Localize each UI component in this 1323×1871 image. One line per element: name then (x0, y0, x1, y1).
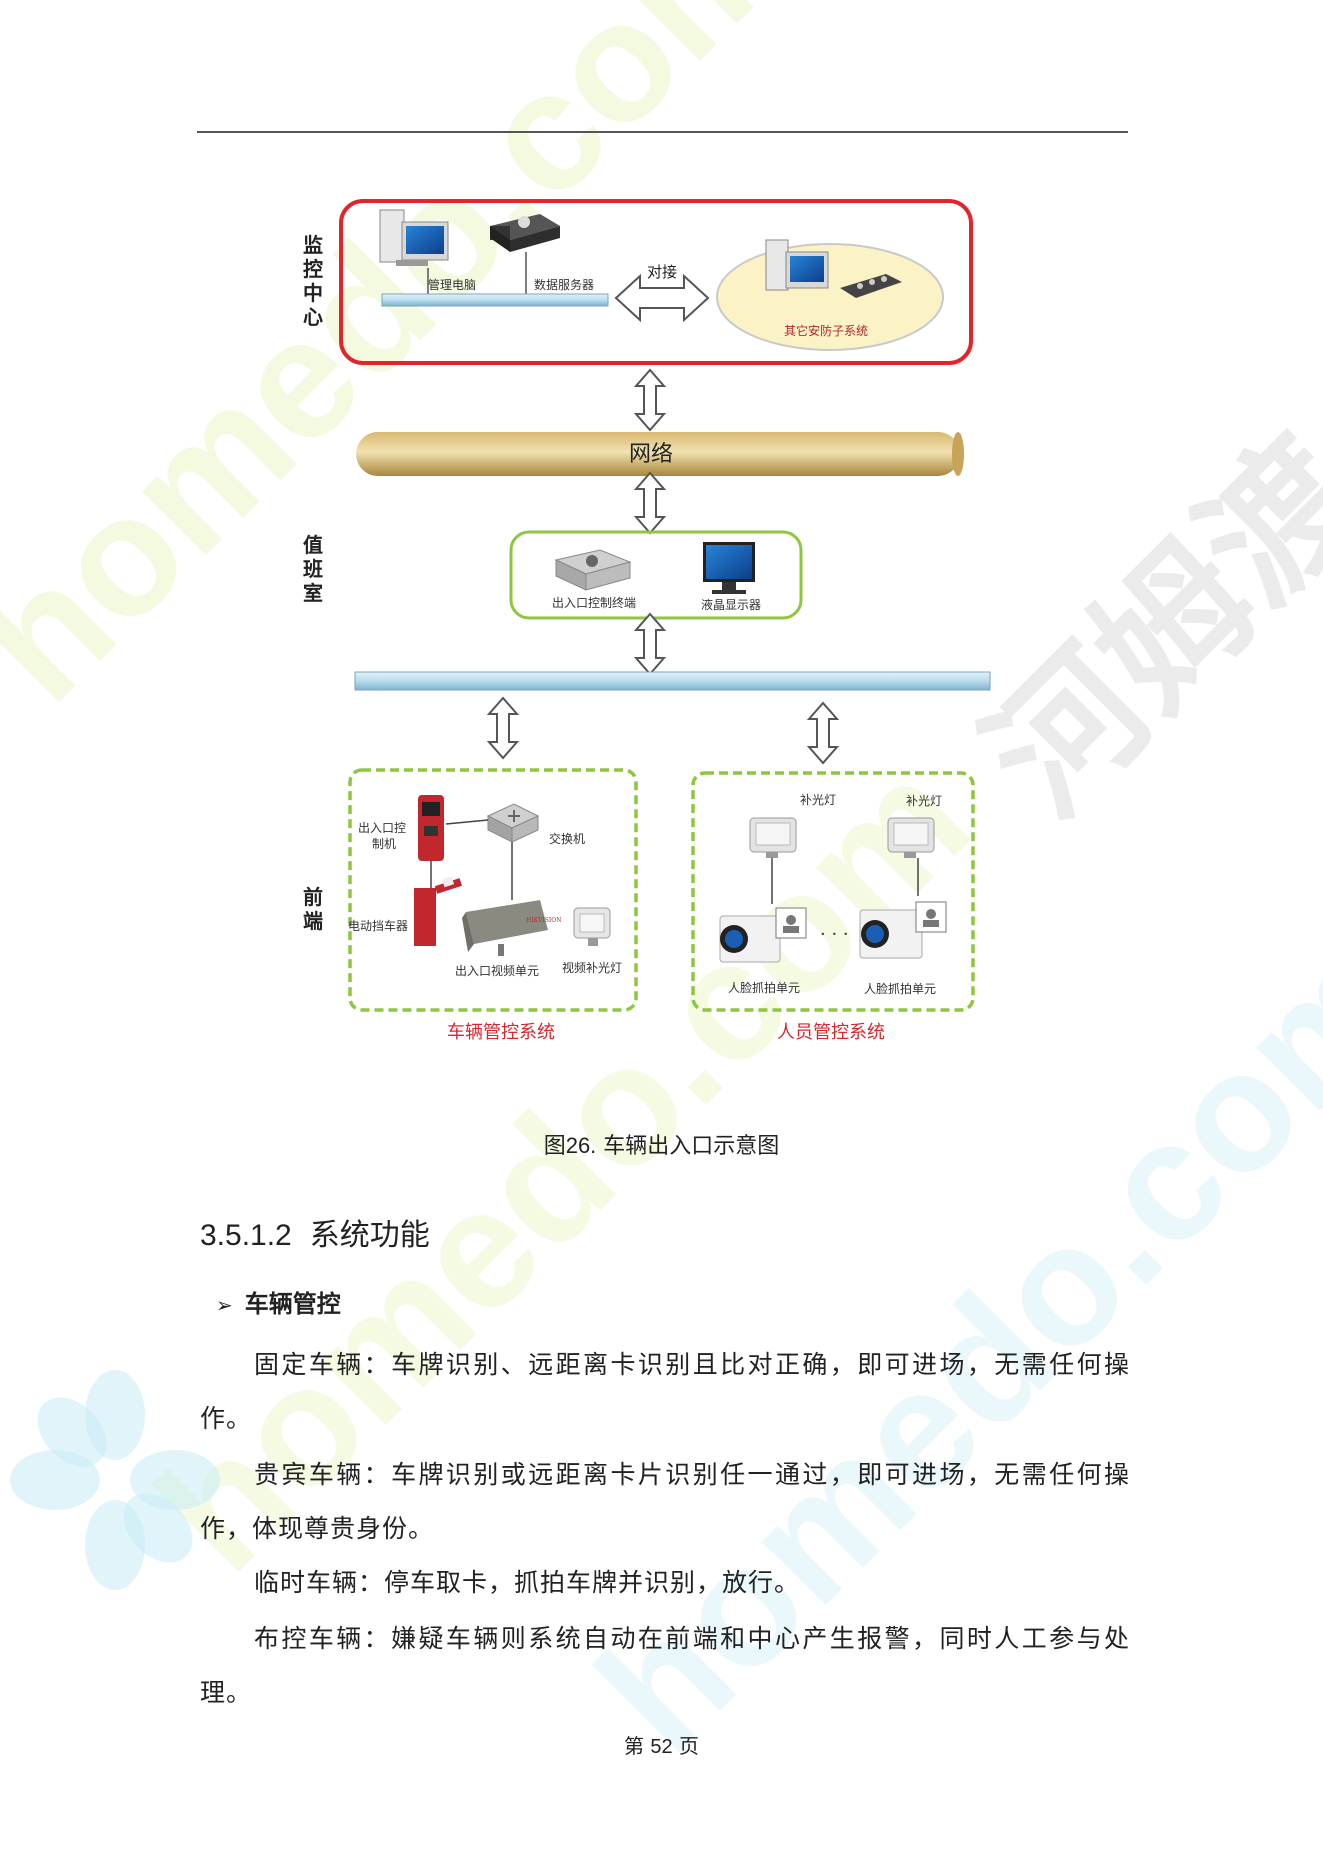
page-number: 第 52 页 (0, 1730, 1323, 1759)
bullet-heading: ➢ 车辆管控 (216, 1284, 341, 1319)
video-light-label: 视频补光灯 (562, 960, 622, 975)
section-number: 3.5.1.2 (200, 1219, 292, 1252)
monitor-bus (381, 293, 609, 307)
ellipsis-dots: · · · (820, 924, 849, 945)
fill-light-2-label: 补光灯 (906, 794, 942, 808)
header-rule (197, 131, 1128, 133)
arrow-bus-vehicle (488, 697, 518, 759)
caption-number: 26. (565, 1133, 597, 1158)
figure-caption: 图26. 车辆出入口示意图 (0, 1128, 1323, 1160)
svg-text:HIKVISION: HIKVISION (526, 917, 561, 924)
page-suffix: 页 (678, 1734, 699, 1758)
control-terminal-icon (554, 549, 632, 591)
fill-light-1-icon (749, 817, 797, 858)
face-capture-unit-1-icon (719, 907, 807, 963)
system-diagram: 管理电脑 数据服务器 对接 其它安防子系统 网络 出入口控制终端 液晶显示器 (339, 199, 991, 1043)
controller-label-line2: 制机 (372, 837, 396, 851)
face-capture-unit-2-icon (859, 901, 947, 959)
arrow-duty-bus (635, 613, 665, 675)
management-pc-icon (379, 209, 449, 266)
other-system-pc-icon (765, 239, 829, 291)
duty-room-box (509, 530, 803, 620)
dock-arrow (614, 273, 710, 323)
pc-label: 管理电脑 (428, 277, 476, 292)
bullet-text: 车辆管控 (244, 1290, 341, 1318)
page-prefix: 第 (624, 1734, 645, 1758)
video-camera-icon: HIKVISION (462, 900, 561, 956)
server-label: 数据服务器 (534, 277, 594, 292)
video-unit-label: 出入口视频单元 (455, 963, 539, 978)
section-title: 系统功能 (309, 1218, 430, 1253)
arrow-network-duty (635, 472, 665, 534)
video-fill-light-icon (573, 907, 611, 946)
controller-label-line1: 出入口控 (358, 821, 406, 835)
main-bus (354, 671, 991, 691)
entrance-controller-icon (418, 795, 444, 861)
paragraph-fixed-vehicle: 固定车辆：车牌识别、远距离卡识别且比对正确，即可进场，无需任何操作。 (200, 1350, 1130, 1433)
zone-label-front: 前端 (303, 885, 323, 933)
lcd-label: 液晶显示器 (701, 597, 761, 612)
fill-light-2-icon (887, 817, 935, 858)
caption-prefix: 图 (543, 1134, 566, 1159)
flower-logo-watermark (10, 1370, 220, 1590)
section-heading: 3.5.1.2 系统功能 (200, 1210, 430, 1254)
network-label: 网络 (629, 442, 673, 467)
zone-label-monitor: 监控中心 (303, 233, 323, 329)
face-unit-2-label: 人脸抓拍单元 (864, 981, 936, 996)
person-system-box (691, 771, 975, 1012)
keyboard-icon (840, 274, 902, 298)
switch-label: 交换机 (549, 831, 585, 846)
barrier-gate-icon (414, 876, 462, 946)
barrier-label: 电动挡车器 (348, 918, 408, 933)
face-unit-1-label: 人脸抓拍单元 (728, 980, 800, 995)
data-server-icon (490, 214, 560, 252)
dock-label: 对接 (647, 263, 677, 281)
person-system-title: 人员管控系统 (777, 1022, 885, 1043)
paragraph-watched-vehicle: 布控车辆：嫌疑车辆则系统自动在前端和中心产生报警，同时人工参与处理。 (200, 1624, 1130, 1707)
terminal-label: 出入口控制终端 (552, 595, 636, 610)
lcd-monitor-icon (703, 542, 755, 594)
arrow-bus-person (808, 702, 838, 764)
other-system-label: 其它安防子系统 (784, 323, 868, 338)
arrow-bullet-icon: ➢ (216, 1293, 233, 1317)
network-switch-icon (486, 803, 540, 843)
arrow-monitor-network (635, 369, 665, 431)
network-pipe (356, 432, 964, 476)
vehicle-system-box (348, 768, 638, 1012)
page-number-value: 52 (650, 1736, 673, 1758)
zone-label-duty: 值班室 (303, 533, 323, 605)
vehicle-system-title: 车辆管控系统 (447, 1022, 555, 1043)
fill-light-1-label: 补光灯 (800, 793, 836, 807)
paragraph-temp-vehicle: 临时车辆：停车取卡，抓拍车牌并识别，放行。 (254, 1568, 801, 1597)
paragraph-vip-vehicle: 贵宾车辆：车牌识别或远距离卡片识别任一通过，即可进场，无需任何操作，体现尊贵身份… (200, 1460, 1130, 1543)
caption-text: 车辆出入口示意图 (603, 1134, 780, 1159)
monitor-center-box (339, 199, 973, 365)
